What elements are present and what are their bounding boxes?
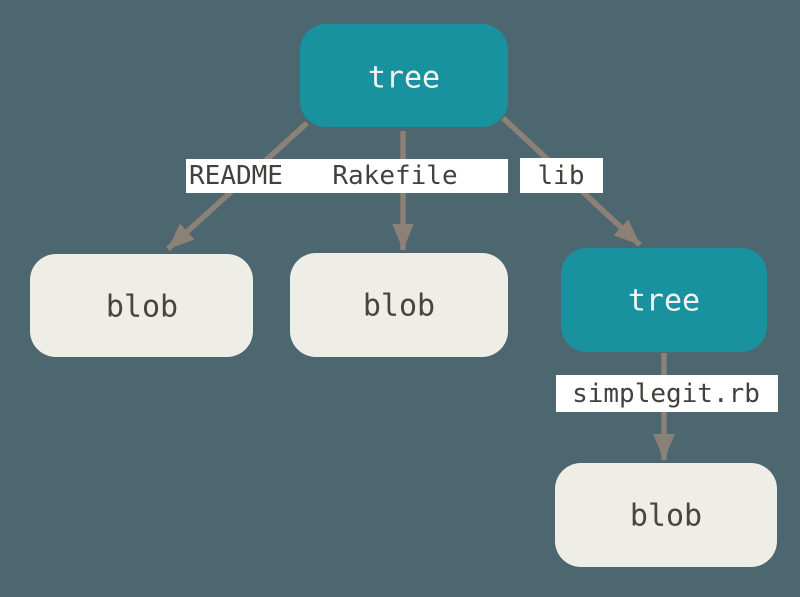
edge-label-lib: lib [520,158,603,193]
edge-label-simplegit-box [556,375,778,412]
node-lib-tree-label: tree [628,284,700,319]
edge-label-rakefile: Rakefile [332,161,457,191]
node-simplegit-blob: blob [555,463,777,567]
edge-label-readme: README [189,161,283,191]
edge-label-strip-readme-rakefile: README Rakefile [186,159,508,193]
node-readme-blob-box [30,254,253,357]
node-simplegit-blob-label: blob [630,499,702,534]
edge-label-simplegit: simplegit.rb [556,375,778,412]
node-rakefile-blob: blob [290,253,508,357]
node-root-tree-box [300,24,508,127]
node-rakefile-blob-label: blob [363,289,435,324]
edge-label-simplegit-text: simplegit.rb [572,379,760,409]
node-readme-blob: blob [30,254,253,357]
edge-label-lib-box [520,158,603,193]
edge-label-lib-text: lib [538,161,585,191]
node-lib-tree-box [561,248,767,352]
node-readme-blob-label: blob [106,290,178,325]
node-rakefile-blob-box [290,253,508,357]
edge-label-strip-box [186,159,508,193]
node-simplegit-blob-box [555,463,777,567]
node-root-tree: tree [300,24,508,127]
node-root-tree-label: tree [368,61,440,96]
node-lib-tree: tree [561,248,767,352]
